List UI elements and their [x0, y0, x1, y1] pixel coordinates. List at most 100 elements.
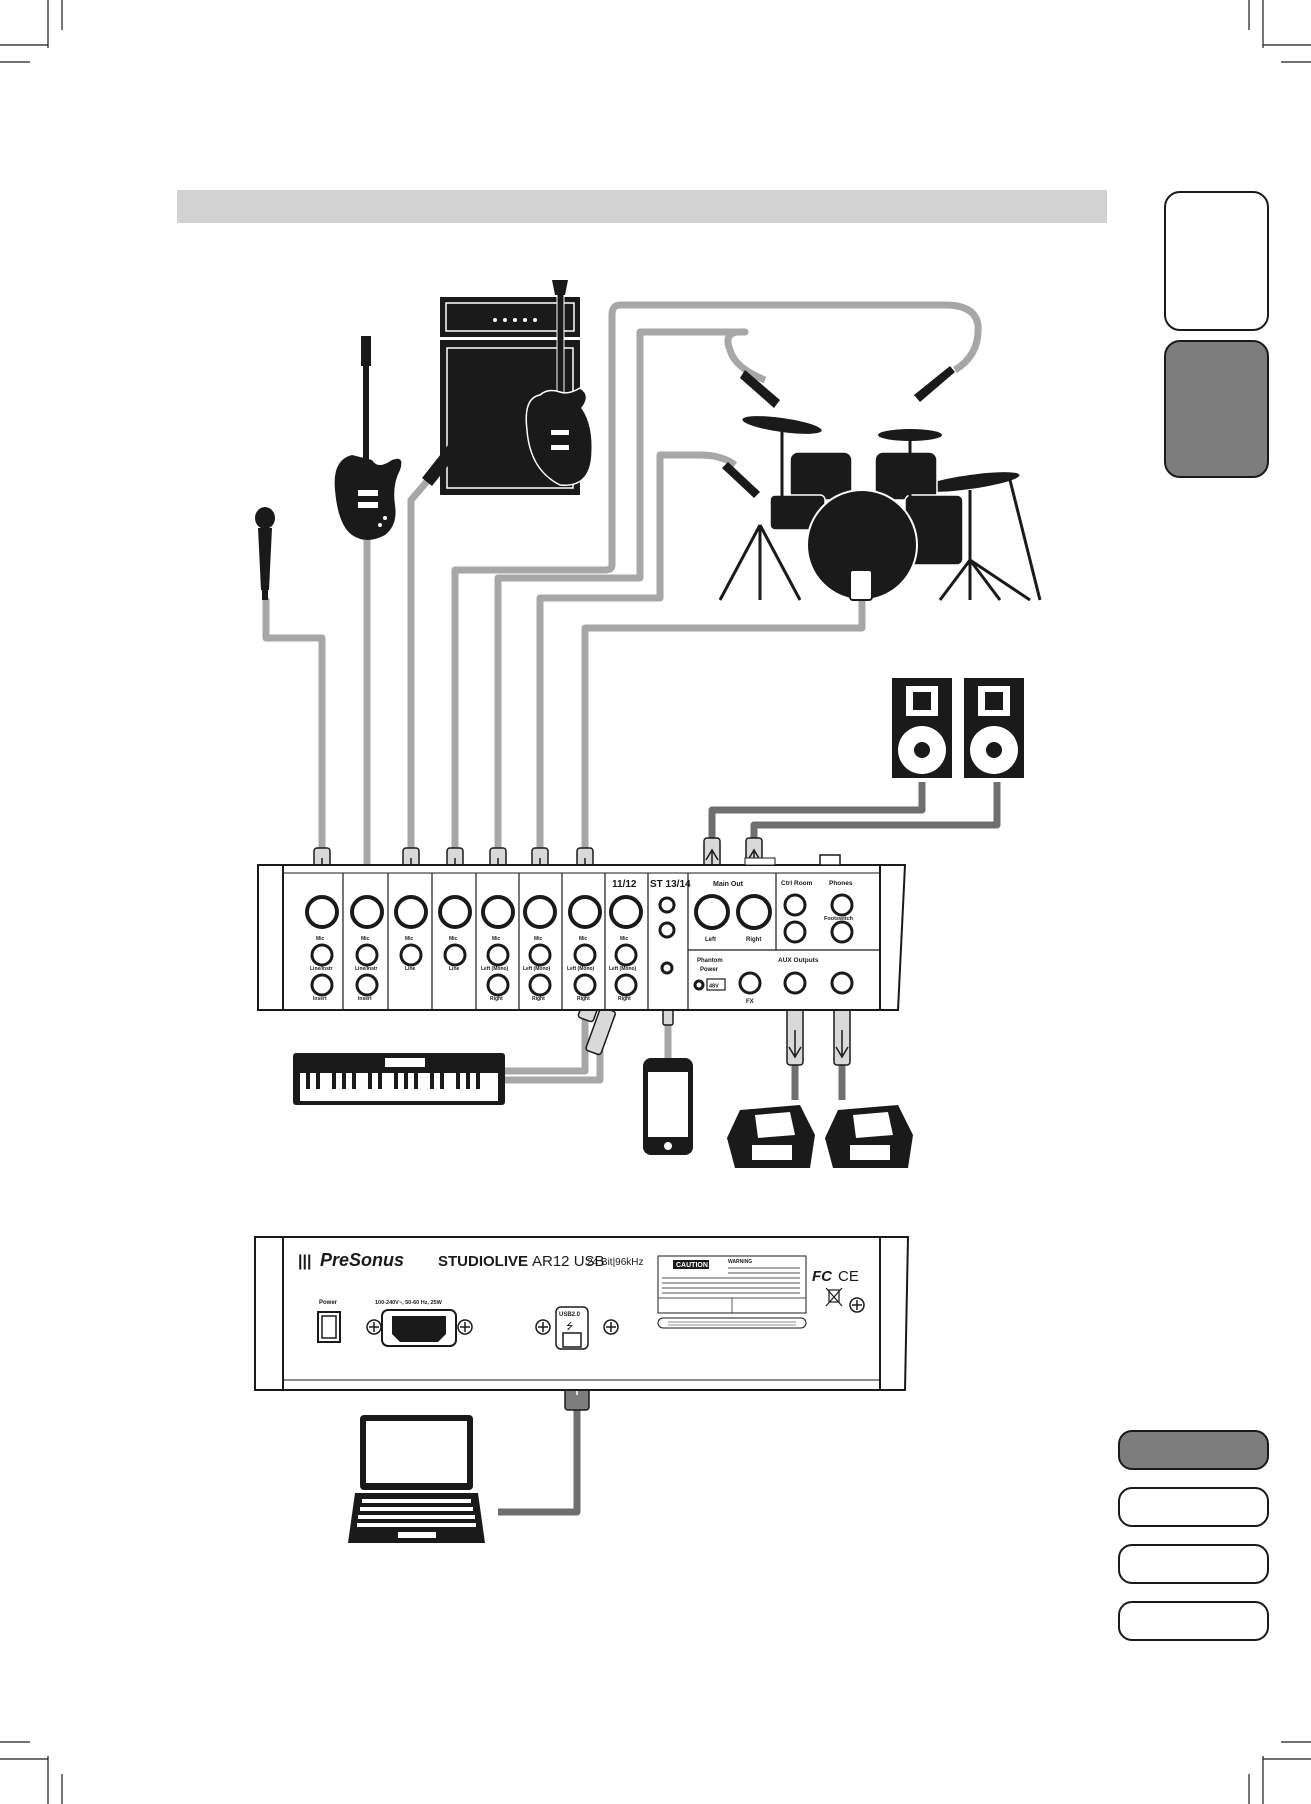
ch8-mic-label: Mic: [620, 936, 629, 942]
ch4-line-label: Line: [449, 966, 459, 972]
ch8-line-label: Left (Mono): [609, 966, 637, 972]
ch6-mic-label: Mic: [534, 936, 543, 942]
usb-port[interactable]: [562, 1332, 582, 1348]
ch6-right-label: Right: [532, 996, 545, 1002]
ch2-line-label: Line/Instr: [355, 966, 378, 972]
ch3-mic-label: Mic: [405, 936, 414, 942]
caution-label: CAUTION: [676, 1262, 708, 1269]
channel-labels: Mic Line/Instr Insert Mic Line/Instr Ins…: [310, 936, 637, 1002]
warning-label: WARNING: [728, 1259, 752, 1265]
ch5-mic-label: Mic: [492, 936, 501, 942]
smartphone-icon: [643, 1058, 693, 1155]
ch3-line-label: Line: [405, 966, 415, 972]
electric-guitar-icon: [525, 280, 594, 486]
ch4-mic-label: Mic: [449, 936, 458, 942]
label-main-left: Left: [705, 937, 716, 943]
usb-symbol-icon: ⭍: [566, 1321, 574, 1331]
power-spec: 100-240V~, 50-60 Hz, 25W: [375, 1300, 443, 1306]
usb-label: USB2.0: [559, 1312, 581, 1318]
bass-guitar-icon: [334, 336, 402, 540]
phantom-48v-label: 48V: [709, 984, 719, 990]
label-phantom-power: Power: [700, 967, 719, 973]
cable-main-left: [708, 782, 926, 845]
cable-keyboard-left: [505, 1010, 589, 1075]
side-tab-top-2[interactable]: [1164, 340, 1269, 478]
label-11-12: 11/12: [612, 879, 637, 890]
studio-monitor-right-icon: [964, 678, 1024, 778]
drum-kit-icon: [718, 366, 1042, 602]
xlr-socket-ch1[interactable]: [305, 895, 339, 929]
model-spec: 24 Bit|96kHz: [587, 1257, 644, 1268]
model-name: AR12 USB: [532, 1253, 605, 1270]
xlr-main-left[interactable]: [694, 894, 730, 930]
label-ctrl-room: Ctrl Room: [781, 880, 813, 887]
floor-monitor-right-icon: [825, 1105, 913, 1168]
xlr-sockets: [305, 894, 772, 930]
ch1-insert-label: Insert: [313, 996, 327, 1002]
side-tab-bottom-2[interactable]: [1118, 1487, 1269, 1527]
model-prefix: STUDIOLIVE: [438, 1253, 528, 1270]
ch6-line-label: Left (Mono): [523, 966, 551, 972]
xlr-socket-ch2[interactable]: [350, 895, 384, 929]
ch1-mic-label: Mic: [316, 936, 325, 942]
label-main-out: Main Out: [713, 881, 744, 888]
side-tab-bottom-4[interactable]: [1118, 1601, 1269, 1641]
label-fx: FX: [746, 999, 754, 1005]
xlr-socket-ch3[interactable]: [394, 895, 428, 929]
fcc-mark: FC: [812, 1268, 833, 1285]
label-footswitch: Footswitch: [824, 916, 854, 922]
side-tab-bottom-1[interactable]: [1118, 1430, 1269, 1470]
ch5-right-label: Right: [490, 996, 503, 1002]
ce-mark: CE: [838, 1268, 859, 1285]
ch2-mic-label: Mic: [361, 936, 370, 942]
xlr-socket-ch6[interactable]: [523, 895, 557, 929]
ch1-line-label: Line/Instr: [310, 966, 333, 972]
screws: [366, 1297, 865, 1335]
cable-overhead-left: [494, 328, 767, 860]
ch2-insert-label: Insert: [358, 996, 372, 1002]
brand-name: PreSonus: [320, 1250, 404, 1270]
jack-sockets: [310, 893, 854, 997]
floor-monitor-left-icon: [727, 1105, 815, 1168]
ch5-line-label: Left (Mono): [481, 966, 509, 972]
label-aux-outputs: AUX Outputs: [778, 957, 819, 964]
label-st-13-14: ST 13/14: [650, 879, 691, 890]
handheld-mic-icon: [255, 507, 275, 600]
xlr-socket-ch5[interactable]: [481, 895, 515, 929]
cable-vocal-mic: [262, 598, 326, 860]
ch8-right-label: Right: [618, 996, 631, 1002]
mixer-front-panel: 11/12 ST 13/14 Main Out Left Right Ctrl …: [257, 854, 907, 1011]
ch7-line-label: Left (Mono): [567, 966, 595, 972]
weee-bin-icon: [825, 1287, 843, 1307]
cable-amp-mic: [407, 475, 433, 860]
keyboard-icon: [293, 1053, 505, 1105]
ch7-mic-label: Mic: [579, 936, 588, 942]
side-tab-top-1[interactable]: [1164, 191, 1269, 331]
laptop-icon: [348, 1415, 485, 1543]
label-main-right: Right: [746, 937, 761, 943]
cables: [262, 301, 1001, 1516]
cable-usb: [498, 1405, 581, 1516]
brand-logo-mark: |||: [298, 1253, 311, 1270]
cable-snare-mic: [536, 451, 738, 860]
side-tab-bottom-3[interactable]: [1118, 1544, 1269, 1584]
rear-power-label: Power: [319, 1300, 338, 1306]
cable-overhead-right: [451, 301, 982, 860]
xlr-socket-ch4[interactable]: [438, 895, 472, 929]
cable-main-right: [750, 782, 1001, 845]
cable-kick-mic: [581, 600, 866, 860]
xlr-main-right[interactable]: [736, 894, 772, 930]
xlr-socket-ch8[interactable]: [609, 895, 643, 929]
section-header-bar: [177, 190, 1107, 223]
xlr-socket-ch7[interactable]: [568, 895, 602, 929]
mixer-rear-panel: ||| PreSonus STUDIOLIVE AR12 USB 24 Bit|…: [254, 1236, 910, 1391]
label-phantom: Phantom: [697, 958, 723, 964]
label-phones: Phones: [829, 880, 853, 887]
phantom-48v-button[interactable]: [706, 978, 726, 991]
studio-monitor-left-icon: [892, 678, 952, 778]
amp-mic-icon: [422, 430, 469, 486]
ch7-right-label: Right: [577, 996, 590, 1002]
